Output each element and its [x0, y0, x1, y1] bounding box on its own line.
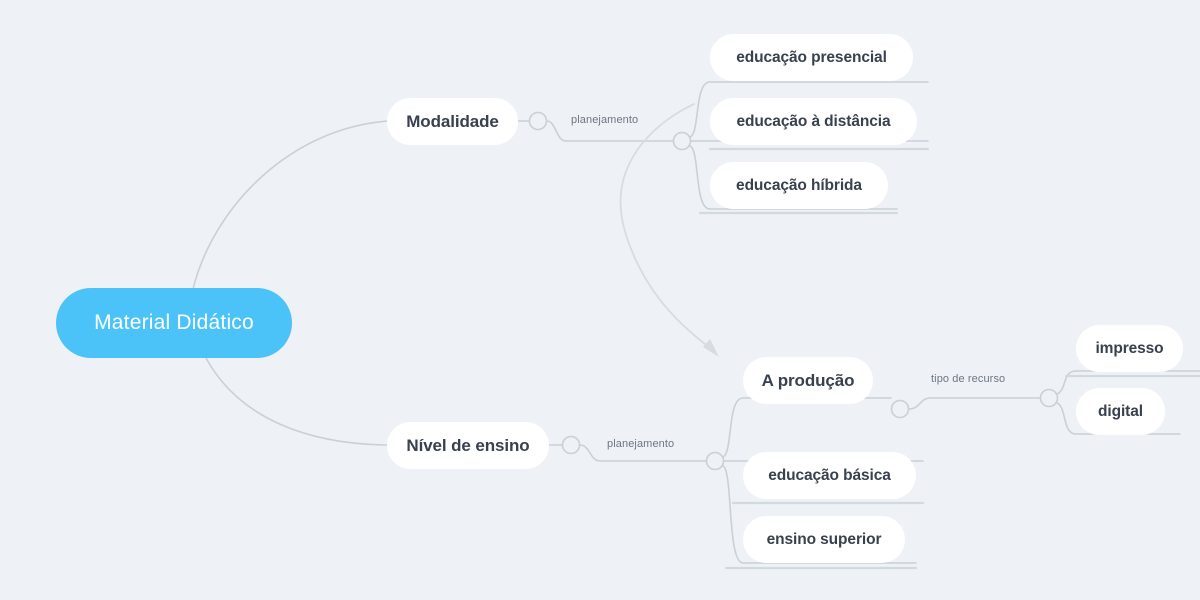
- node-leaf-a-producao[interactable]: A produção: [743, 357, 873, 404]
- node-branch-modalidade-label: Modalidade: [406, 111, 499, 131]
- node-branch-nivel-de-ensino[interactable]: Nível de ensino: [387, 422, 549, 469]
- node-leaf-educacao-presencial-label: educação presencial: [736, 48, 887, 66]
- junction-nivel: [705, 451, 725, 471]
- edge-label-planejamento-nivel: planejamento: [607, 438, 675, 450]
- node-leaf-educacao-presencial[interactable]: educação presencial: [710, 34, 913, 81]
- edge-to-a-producao: [722, 397, 892, 458]
- junction-tipo-de-recurso: [1039, 388, 1059, 408]
- edge-root-to-modalidade: [192, 120, 389, 290]
- connector-dot-modalidade: [528, 111, 548, 131]
- node-leaf-ensino-superior[interactable]: ensino superior: [743, 516, 905, 563]
- node-leaf-educacao-a-distancia[interactable]: educação à distância: [710, 98, 917, 145]
- annotation-arrow-curve: [619, 103, 715, 352]
- node-leaf-educacao-a-distancia-label: educação à distância: [736, 112, 891, 130]
- node-leaf-digital-label: digital: [1098, 402, 1143, 420]
- edge-root-to-nivel: [205, 357, 388, 446]
- annotation-arrowhead: [703, 339, 719, 357]
- connector-dot-nivel: [561, 435, 581, 455]
- junction-modalidade: [672, 131, 692, 151]
- edge-label-tipo-de-recurso: tipo de recurso: [931, 373, 1006, 385]
- edge-a-producao-to-junction: [908, 397, 1041, 410]
- node-leaf-educacao-basica[interactable]: educação básica: [743, 452, 916, 499]
- node-branch-nivel-de-ensino-label: Nível de ensino: [406, 435, 530, 455]
- node-leaf-a-producao-label: A produção: [761, 370, 855, 390]
- node-leaf-digital[interactable]: digital: [1076, 388, 1165, 435]
- node-leaf-educacao-basica-label: educação básica: [768, 466, 891, 484]
- node-leaf-impresso-label: impresso: [1095, 339, 1164, 357]
- node-branch-modalidade[interactable]: Modalidade: [387, 98, 518, 145]
- node-leaf-ensino-superior-label: ensino superior: [766, 530, 882, 548]
- edge-label-planejamento-modalidade: planejamento: [571, 114, 639, 126]
- node-leaf-educacao-hibrida-label: educação híbrida: [736, 176, 862, 194]
- node-root-label: Material Didático: [94, 311, 254, 334]
- node-leaf-educacao-hibrida[interactable]: educação híbrida: [710, 162, 888, 209]
- node-leaf-impresso[interactable]: impresso: [1076, 325, 1183, 372]
- connector-dot-a-producao: [890, 399, 910, 419]
- node-root-material-didatico[interactable]: Material Didático: [56, 288, 292, 358]
